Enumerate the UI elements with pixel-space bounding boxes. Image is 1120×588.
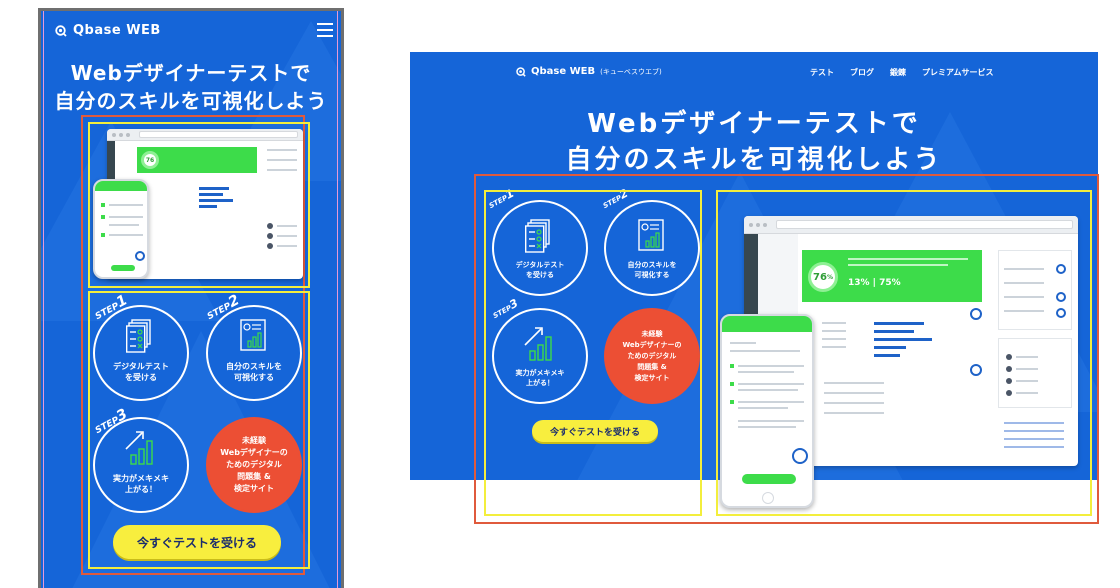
hero-title: Webデザイナーテストで 自分のスキルを可視化しよう xyxy=(565,109,943,175)
phone-mockup xyxy=(720,314,814,508)
guide-box xyxy=(88,291,310,569)
hamburger-menu-icon[interactable] xyxy=(317,23,333,37)
guide-box xyxy=(484,190,702,516)
step-3-circle: 実力がメキメキ 上がる！ xyxy=(93,417,189,513)
step-1-circle: デジタルテスト を受ける xyxy=(492,200,588,296)
nav-item-premium[interactable]: プレミアムサービス xyxy=(922,68,994,77)
report-chart-icon xyxy=(240,319,266,351)
guide-box xyxy=(81,115,305,575)
score-gauge: 76 xyxy=(141,151,159,169)
hero-title: Webデザイナーテストで 自分のスキルを可視化しよう xyxy=(54,61,328,113)
document-checklist-icon xyxy=(126,319,151,353)
main-nav: テスト ブログ 鍛錬 プレミアムサービス xyxy=(810,67,993,78)
phone-mockup xyxy=(93,179,149,279)
step-2-circle: 自分のスキルを 可視化する xyxy=(604,200,700,296)
growth-chart-icon xyxy=(524,327,552,361)
logo-text: Qbase WEB xyxy=(73,23,161,38)
step-3-circle: 実力がメキメキ 上がる！ xyxy=(492,308,588,404)
step-2-circle: 自分のスキルを 可視化する xyxy=(206,305,302,401)
logo-icon xyxy=(55,24,67,37)
promo-circle: 未経験 Webデザイナーの ためのデジタル 問題集 & 検定サイト xyxy=(206,417,302,513)
promo-circle: 未経験 Webデザイナーの ためのデジタル 問題集 & 検定サイト xyxy=(604,308,700,404)
sub-score: 13% | 75% xyxy=(848,278,901,288)
guide-box xyxy=(716,190,1092,516)
score-gauge: 76% xyxy=(808,262,838,292)
guide-box xyxy=(474,174,1099,524)
report-chart-icon xyxy=(638,219,664,251)
start-test-button[interactable]: 今すぐテストを受ける xyxy=(113,525,281,559)
logo-icon xyxy=(516,66,526,77)
nav-item-training[interactable]: 鍛錬 xyxy=(890,68,906,77)
mobile-preview: Qbase WEB Webデザイナーテストで 自分のスキルを可視化しよう 76 xyxy=(38,8,344,588)
step-1-circle: デジタルテスト を受ける xyxy=(93,305,189,401)
nav-item-test[interactable]: テスト xyxy=(810,68,834,77)
nav-item-blog[interactable]: ブログ xyxy=(850,68,874,77)
logo-text: Qbase WEB xyxy=(531,66,596,77)
site-logo[interactable]: Qbase WEB xyxy=(55,23,161,38)
start-test-button[interactable]: 今すぐテストを受ける xyxy=(532,420,658,442)
site-logo[interactable]: Qbase WEB (キューベスウエブ) xyxy=(516,66,662,77)
guide-line xyxy=(337,11,338,588)
growth-chart-icon xyxy=(125,431,153,465)
document-checklist-icon xyxy=(525,219,550,253)
guide-line xyxy=(43,11,44,588)
guide-box xyxy=(88,122,310,288)
desktop-preview: Qbase WEB (キューベスウエブ) テスト ブログ 鍛錬 プレミアムサービ… xyxy=(410,52,1098,520)
logo-subtext: (キューベスウエブ) xyxy=(600,67,662,76)
